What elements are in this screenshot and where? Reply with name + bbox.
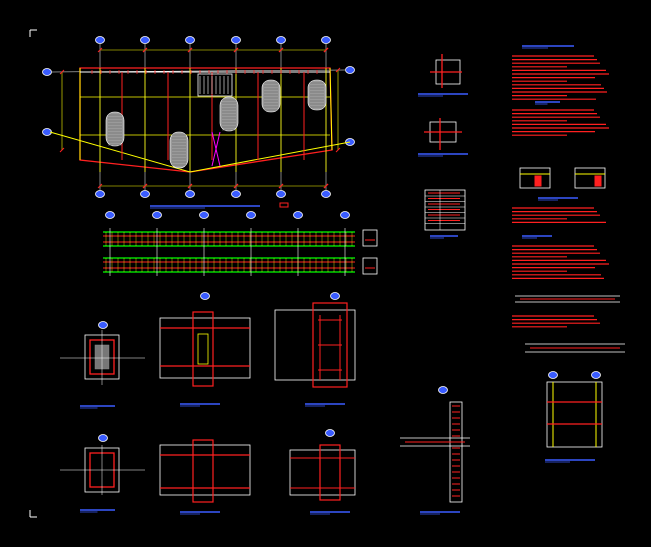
grid-axis-bubble-icon [276,190,286,198]
beam-section-a [362,229,378,247]
dim-tick [323,183,329,189]
grid-axis-bubble-icon [152,211,162,219]
schedule-table [424,189,466,231]
dim-tick [278,47,284,53]
dim-tick [187,47,193,53]
grid-axis-bubble-icon [42,68,52,76]
dim-tick [59,147,65,153]
joint-column [192,311,214,387]
grid-axis-bubble-icon [185,190,195,198]
grid-axis-bubble-icon [199,211,209,219]
grid-axis-bubble-icon [95,190,105,198]
wall-section [449,401,463,503]
beam-column-joint-4 [289,449,356,496]
grid-axis-bubble-icon [98,434,108,442]
dim-tick [335,67,341,73]
grid-axis-bubble-icon [140,36,150,44]
beam-column-joint-3 [159,444,251,496]
joint-column-3 [192,439,214,503]
grid-axis-bubble-icon [325,429,335,437]
grid-axis-bubble-icon [231,36,241,44]
dim-tick [278,183,284,189]
beam-line [329,67,333,151]
scale-box [279,202,289,208]
joint-column-2 [312,302,348,388]
beam-section-b [362,257,378,275]
stair-core [197,73,233,97]
grid-axis-bubble-icon [438,386,448,394]
beam-column-joint-2 [274,309,356,381]
joint-column-4 [319,444,341,501]
detail-fill [534,175,542,187]
dim-tick [59,69,65,75]
detail-fill [594,175,602,187]
grid-axis-bubble-icon [95,36,105,44]
joint-core [197,333,209,365]
grid-axis-bubble-icon [185,36,195,44]
dim-tick [142,47,148,53]
beam-detail-1 [519,167,551,189]
dim-tick [233,47,239,53]
grid-axis-bubble-icon [548,371,558,379]
dim-tick [97,47,103,53]
grid-axis-bubble-icon [105,211,115,219]
frame-elevation [546,381,603,448]
diagonal-brace [211,131,221,167]
grid-axis-bubble-icon [276,36,286,44]
grid-axis-bubble-icon [246,211,256,219]
dim-tick [233,183,239,189]
dim-tick [335,147,341,153]
grid-axis-bubble-icon [321,190,331,198]
dim-tick [97,183,103,189]
dim-tick [142,183,148,189]
grid-axis-bubble-icon [200,292,210,300]
hatched-opening-1 [105,111,125,147]
hatched-opening-3 [219,96,239,132]
grid-axis-bubble-icon [231,190,241,198]
grid-axis-bubble-icon [98,321,108,329]
grid-axis-bubble-icon [293,211,303,219]
grid-axis-bubble-icon [345,66,355,74]
beam-column-joint-1 [159,317,251,379]
grid-axis-bubble-icon [340,211,350,219]
grid-axis-bubble-icon [591,371,601,379]
slab-edge-line [49,131,351,173]
dim-tick [187,183,193,189]
beam-detail-2 [574,167,606,189]
grid-axis-bubble-icon [140,190,150,198]
dim-tick [323,47,329,53]
grid-axis-bubble-icon [330,292,340,300]
grid-axis-bubble-icon [321,36,331,44]
